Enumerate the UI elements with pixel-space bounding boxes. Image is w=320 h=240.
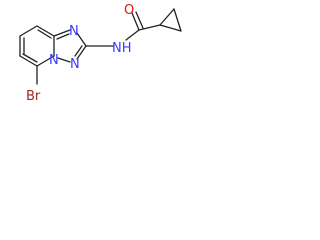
atom-bromine: Br	[26, 89, 41, 104]
bond-c2-n3	[76, 45, 87, 60]
bond-n4-c5	[36, 55, 55, 67]
bond-c8a-n1-double	[56, 33, 70, 40]
atom-labels: O N N N NH Br	[26, 3, 134, 104]
bond-c2-n3-double	[74, 45, 83, 57]
atom-nitrogen-ring-bottom: N	[70, 57, 80, 72]
bond-c8-c8a-double	[37, 29, 52, 39]
bond-cp-a	[159, 8, 175, 26]
structure-diagram: O N N N NH Br	[0, 0, 192, 121]
bond-c5-c6-double	[22, 53, 38, 63]
bond-c8a-n1	[53, 29, 71, 37]
bonds	[19, 8, 182, 85]
bond-cp-b	[173, 8, 182, 32]
bond-c8-c8a	[36, 25, 55, 37]
bond-c5-c6	[19, 55, 38, 67]
atom-amide-nh: NH	[112, 41, 132, 56]
bond-cp-c	[159, 24, 182, 32]
atom-nitrogen-ring-top: N	[69, 24, 79, 39]
atom-nitrogen-ring-bridge: N	[49, 53, 59, 68]
bond-c-o	[131, 12, 140, 31]
structure-svg: O N N N NH Br	[19, 3, 182, 104]
bond-c-o-double	[135, 11, 144, 29]
bond-n3-n4	[57, 57, 71, 63]
bond-co-cp	[138, 24, 161, 31]
bond-nh-co	[125, 29, 140, 41]
bond-c7-c8	[19, 25, 38, 37]
bond-n1-c2	[76, 32, 87, 47]
atom-oxygen: O	[124, 3, 134, 18]
